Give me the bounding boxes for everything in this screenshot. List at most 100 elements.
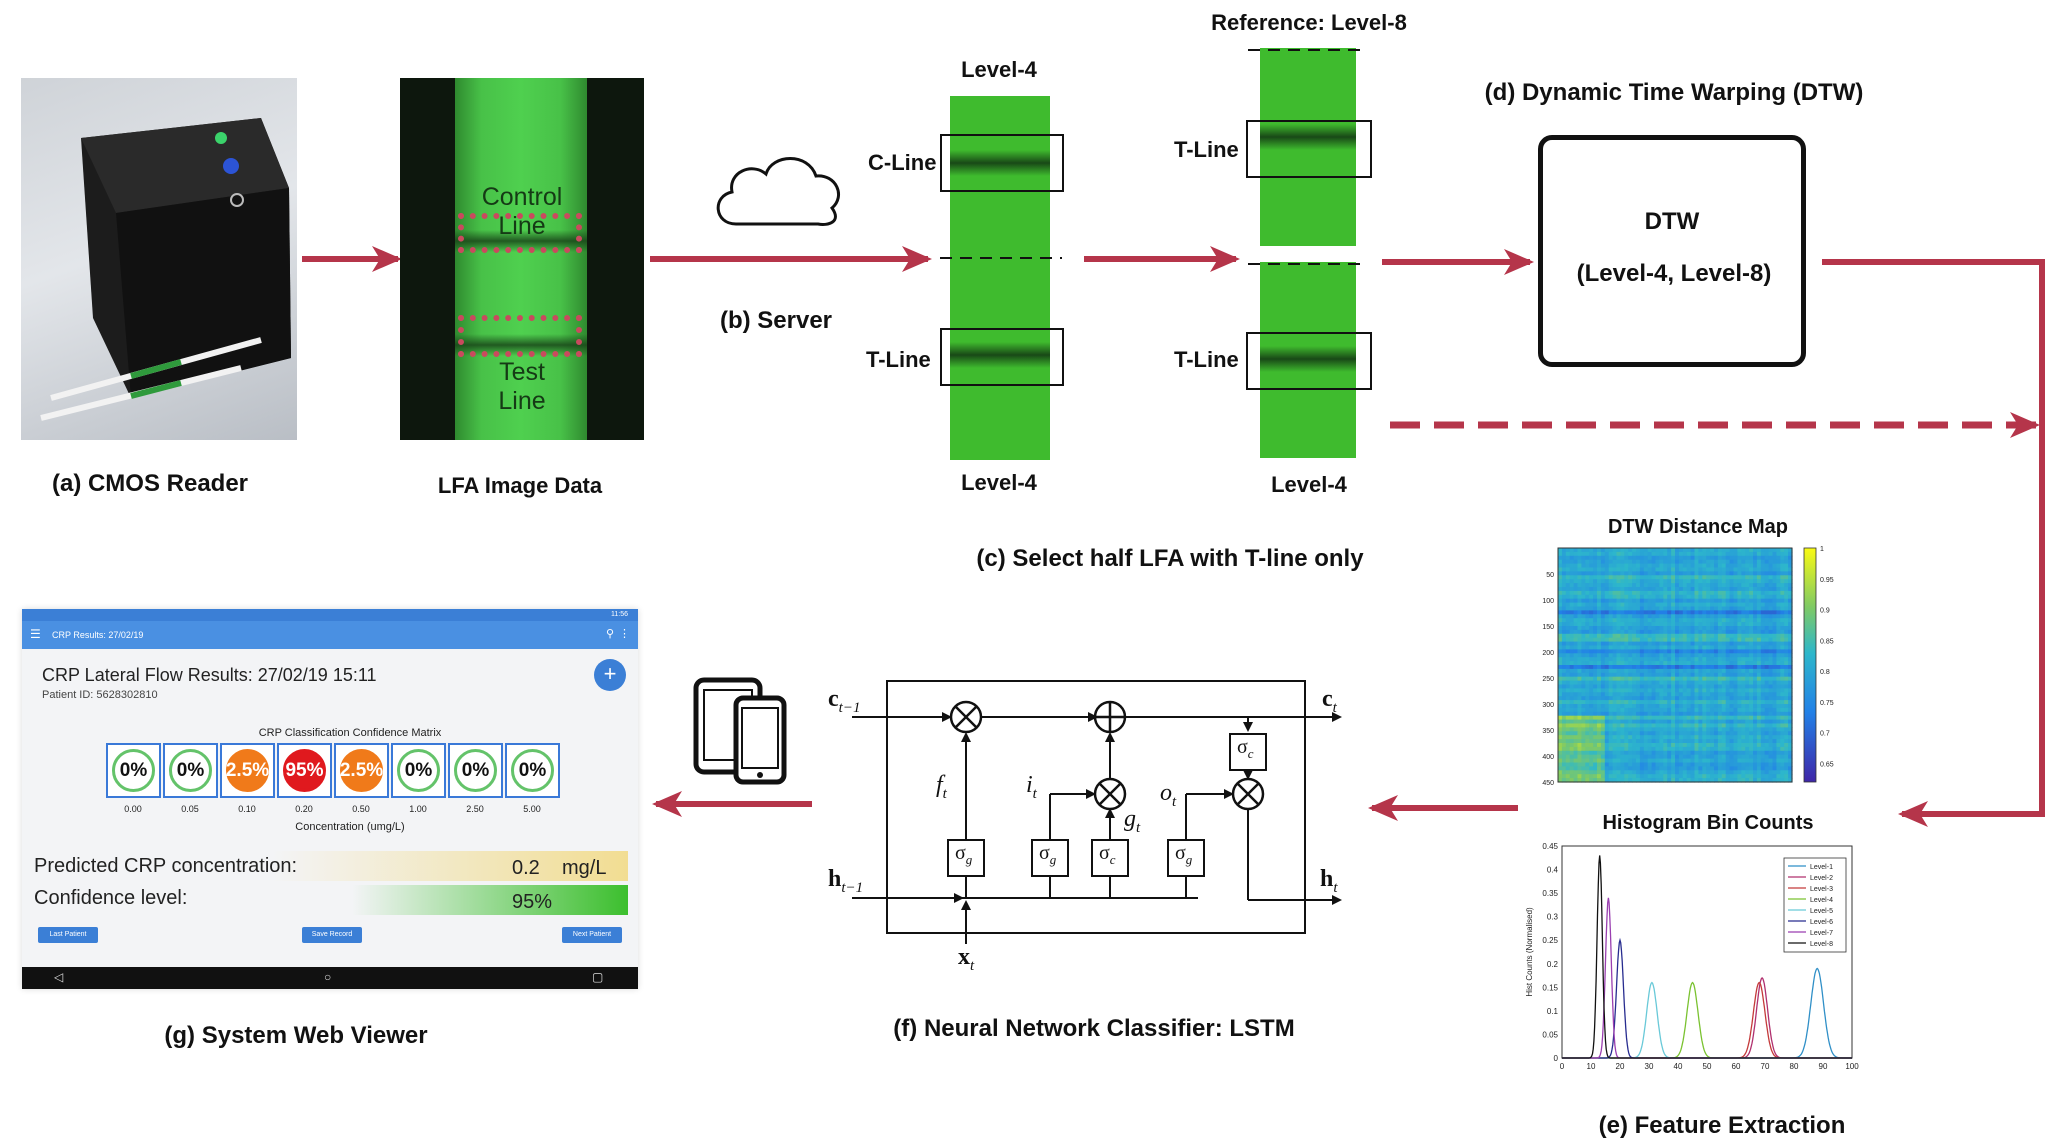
heatmap-cell [1573, 754, 1579, 760]
heatmap-cell [1725, 626, 1731, 631]
heatmap-cell [1764, 770, 1770, 775]
heatmap-cell [1753, 723, 1758, 728]
heatmap-cell [1561, 680, 1567, 686]
heatmap-cell [1612, 692, 1618, 697]
heatmap-cell [1612, 680, 1618, 686]
heatmap-cell [1737, 583, 1742, 588]
heatmap-cell [1659, 750, 1664, 756]
heatmap-cell [1741, 571, 1746, 576]
heatmap-cell [1760, 680, 1766, 686]
heatmap-cell [1710, 661, 1715, 666]
heatmap-cell [1698, 758, 1703, 764]
home-icon[interactable]: ○ [324, 970, 332, 984]
heatmap-cell [1710, 750, 1715, 756]
search-icon[interactable]: ⚲ [605, 628, 614, 640]
heatmap-cell [1788, 575, 1793, 580]
heatmap-cell [1616, 750, 1621, 756]
heatmap-cell [1760, 688, 1766, 693]
heatmap-cell [1593, 583, 1598, 588]
heatmap-cell [1710, 587, 1715, 592]
heatmap-cell [1714, 657, 1719, 662]
heatmap-cell [1714, 766, 1719, 771]
heatmap-cell [1710, 676, 1715, 682]
heatmap-cell [1569, 774, 1575, 779]
save-record-button[interactable]: Save Record [302, 927, 362, 943]
more-icon[interactable]: ⋮ [619, 628, 630, 640]
heatmap-cell [1593, 676, 1598, 682]
heatmap-cell [1702, 692, 1707, 697]
heatmap-cell [1725, 633, 1731, 639]
back-icon[interactable]: ◁ [54, 970, 64, 984]
recents-icon[interactable]: ▢ [592, 970, 604, 984]
heatmap-cell [1776, 731, 1781, 736]
heatmap-cell [1577, 633, 1582, 639]
heatmap-cell [1589, 622, 1594, 627]
heatmap-cell [1698, 567, 1703, 572]
heatmap-cell [1624, 633, 1629, 639]
legend-entry: Level-8 [1810, 941, 1833, 948]
heatmap-cell [1756, 704, 1762, 709]
heatmap-cell [1608, 649, 1614, 654]
heatmap-cell [1729, 641, 1735, 647]
heatmap-cell [1764, 551, 1770, 557]
heatmap-cell [1671, 676, 1676, 682]
heatmap-cell [1632, 704, 1637, 709]
heatmap-cell [1768, 696, 1774, 701]
heatmap-cell [1581, 750, 1586, 756]
heatmap-cell [1612, 653, 1618, 658]
heatmap-cell [1593, 774, 1598, 779]
heatmap-cell [1745, 633, 1750, 639]
heatmap-cell [1788, 629, 1793, 635]
heatmap-cell [1717, 700, 1723, 705]
menu-icon[interactable]: ☰ [30, 627, 41, 641]
heatmap-cell [1788, 711, 1793, 717]
heatmap-cell [1749, 622, 1754, 627]
heatmap-cell [1721, 743, 1727, 748]
heatmap-cell [1776, 579, 1781, 584]
heatmap-cell [1753, 774, 1758, 779]
heatmap-cell [1698, 551, 1703, 557]
heatmap-cell [1717, 665, 1723, 670]
heatmap-cell [1573, 704, 1579, 709]
heatmap-cell [1780, 606, 1785, 611]
dtw-box [1538, 135, 1806, 367]
heatmap-cell [1624, 587, 1629, 592]
heatmap-cell [1573, 719, 1579, 725]
heatmap-cell [1667, 758, 1672, 764]
heatmap-cell [1768, 618, 1774, 623]
heatmap-cell [1721, 657, 1727, 662]
heatmap-cell [1717, 715, 1723, 721]
heatmap-cell [1749, 665, 1754, 670]
heatmap-cell [1667, 665, 1672, 670]
heatmap-cell [1717, 606, 1723, 611]
heatmap-cell [1675, 672, 1680, 678]
next-patient-button[interactable]: Next Patient [562, 927, 622, 943]
heatmap-cell [1663, 610, 1668, 615]
heatmap-cell [1639, 649, 1645, 654]
heatmap-cell [1639, 688, 1645, 693]
heatmap-cell [1565, 594, 1571, 600]
heatmap-cell [1647, 672, 1653, 678]
heatmap-cell [1600, 548, 1606, 553]
heatmap-cell [1639, 618, 1645, 623]
heatmap-cell [1561, 551, 1567, 557]
heatmap-cell [1714, 727, 1719, 732]
heatmap-cell [1643, 672, 1649, 678]
heatmap-cell [1690, 657, 1696, 662]
heatmap-cell [1612, 665, 1618, 670]
add-button[interactable]: + [594, 659, 626, 691]
last-patient-button[interactable]: Last Patient [38, 927, 98, 943]
heatmap-cell [1749, 704, 1754, 709]
heatmap-cell [1659, 618, 1664, 623]
heatmap-cell [1717, 563, 1723, 569]
heatmap-cell [1604, 684, 1610, 689]
heatmap-cell [1756, 707, 1762, 713]
heatmap-cell [1639, 766, 1645, 771]
heatmap-cell [1604, 727, 1610, 732]
heatmap-cell [1655, 774, 1660, 779]
heatmap-cell [1639, 575, 1645, 580]
heatmap-cell [1710, 770, 1715, 775]
heatmap-cell [1753, 629, 1758, 635]
heatmap-cell [1577, 684, 1582, 689]
heatmap-cell [1671, 606, 1676, 611]
